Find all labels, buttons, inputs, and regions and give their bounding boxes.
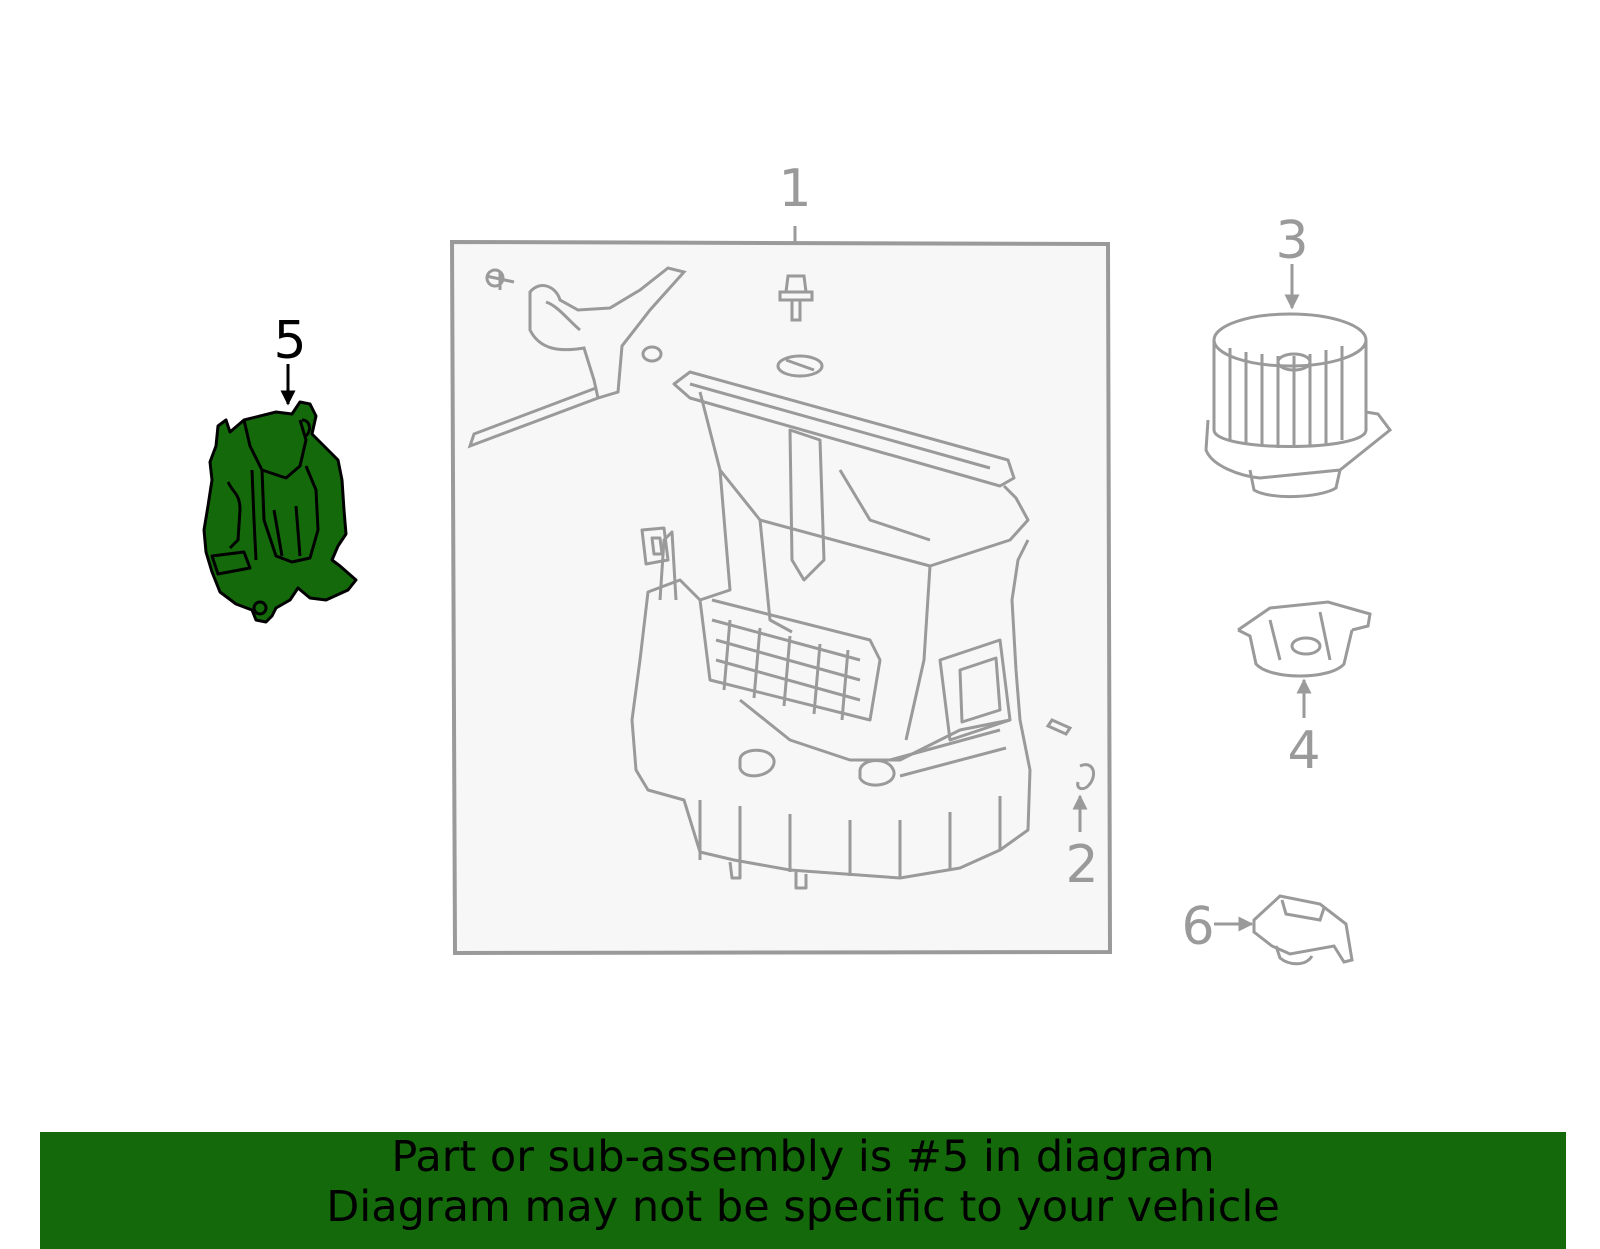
callout-4-label: 4 xyxy=(1287,721,1320,781)
callout-2-label: 2 xyxy=(1065,835,1098,895)
info-banner: Part or sub-assembly is #5 in diagram Di… xyxy=(40,1132,1566,1249)
callout-1: 1 xyxy=(778,159,811,219)
callout-4: 4 xyxy=(1287,678,1321,781)
part-5-highlighted-actuator xyxy=(202,400,358,624)
linkage-rod xyxy=(467,266,687,449)
callout-2: 2 xyxy=(1065,794,1099,895)
heater-unit-assembly-box xyxy=(449,226,1113,956)
part-2-clip xyxy=(1045,718,1096,791)
part-6-blower-resistor xyxy=(1252,894,1354,966)
heater-case xyxy=(630,370,1032,890)
callout-5: 5 xyxy=(273,311,307,406)
part-3-blower-motor xyxy=(1204,312,1393,498)
callout-6-label: 6 xyxy=(1181,897,1214,957)
callout-3-label: 3 xyxy=(1275,211,1308,271)
callout-1-label: 1 xyxy=(778,159,811,219)
banner-line-2: Diagram may not be specific to your vehi… xyxy=(326,1182,1280,1232)
bolt xyxy=(776,274,824,378)
banner-background xyxy=(40,1132,1566,1249)
callout-3: 3 xyxy=(1275,211,1309,310)
callout-5-label: 5 xyxy=(273,311,306,371)
part-4-motor-housing xyxy=(1237,600,1372,678)
callout-6: 6 xyxy=(1181,897,1254,957)
banner-line-1: Part or sub-assembly is #5 in diagram xyxy=(391,1132,1215,1182)
